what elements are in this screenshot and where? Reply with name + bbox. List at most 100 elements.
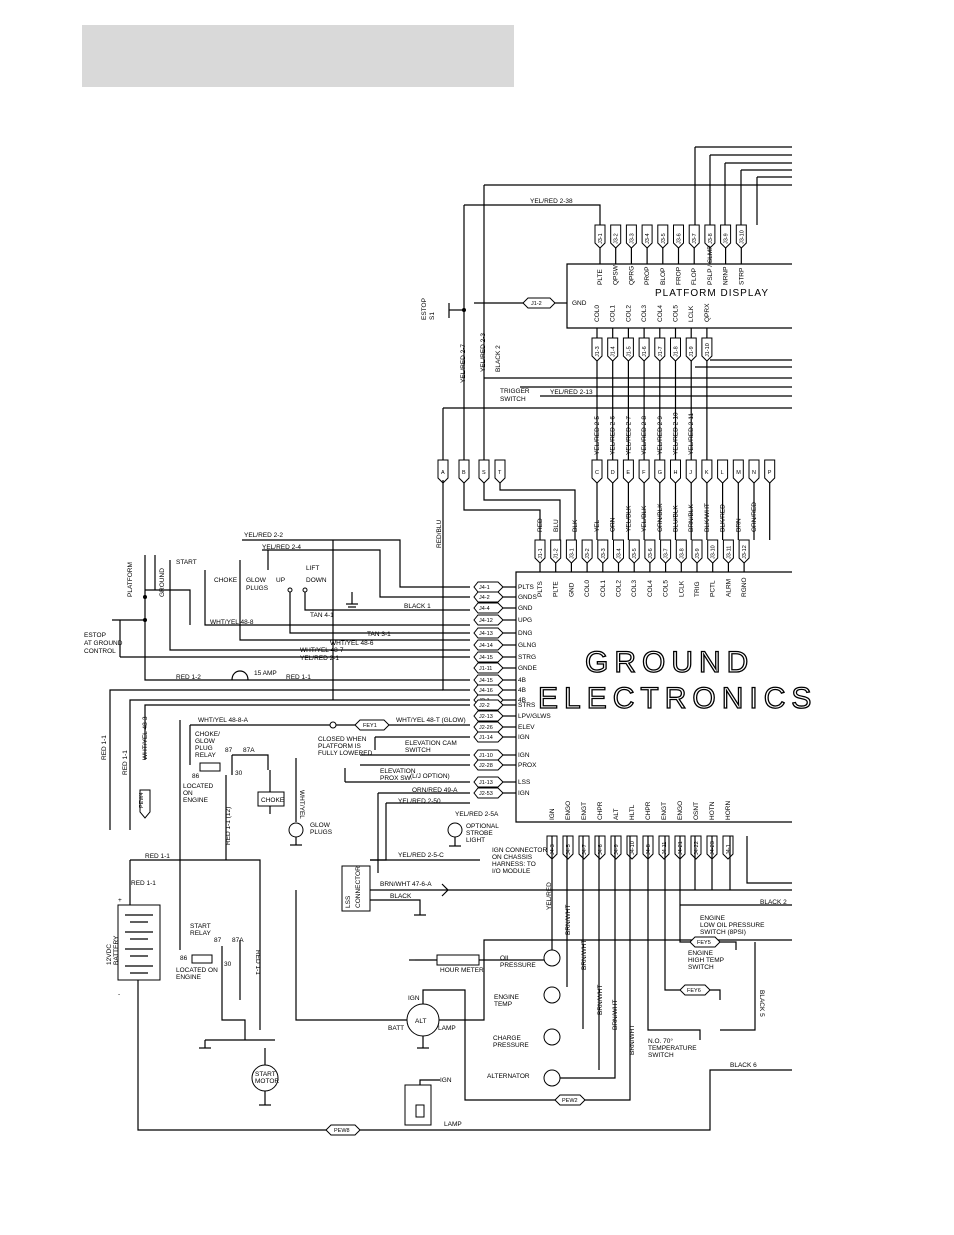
svg-text:RELAY: RELAY bbox=[190, 930, 211, 937]
harness-connector: G bbox=[654, 459, 666, 484]
choke-box bbox=[257, 791, 285, 807]
svg-text:J4-7: J4-7 bbox=[582, 844, 588, 855]
svg-text:AT GROUND: AT GROUND bbox=[84, 640, 123, 647]
svg-text:J1-5: J1-5 bbox=[626, 346, 632, 357]
platform-top-conn: J3-9 bbox=[720, 224, 732, 249]
svg-text:BRN/WHT 47-6-A: BRN/WHT 47-6-A bbox=[380, 881, 432, 888]
ge-left-conn: J2-13 bbox=[473, 710, 504, 722]
svg-text:G: G bbox=[658, 470, 662, 476]
svg-text:J1-10: J1-10 bbox=[479, 753, 493, 759]
svg-text:YEL/RED 2-3: YEL/RED 2-3 bbox=[480, 333, 487, 372]
ge-left-pin-label: GLNG bbox=[518, 642, 536, 649]
svg-text:J2-53: J2-53 bbox=[479, 791, 493, 797]
ge-bottom-conn: J4-7 bbox=[578, 835, 590, 860]
ge-bottom-pin-label: IGN bbox=[549, 808, 556, 820]
svg-text:SWITCH (8PSI): SWITCH (8PSI) bbox=[700, 929, 746, 936]
harness-lower-wire-label: BLK/RED bbox=[720, 504, 727, 532]
svg-text:RED 1-1: RED 1-1 bbox=[101, 735, 108, 760]
ge-top-pin-label: TRIG bbox=[694, 581, 701, 597]
svg-text:ON: ON bbox=[183, 790, 193, 797]
ge-top-connectors: J1-1PLTSJ1-2PLTEJ3-1GNDJ3-2COL0J3-3COL1J… bbox=[534, 539, 750, 597]
svg-text:J4-15: J4-15 bbox=[479, 678, 493, 684]
harness-lower-wire-label: YEL bbox=[594, 519, 601, 532]
svg-text:J1-2: J1-2 bbox=[531, 301, 542, 307]
left-harness-connector: A bbox=[437, 459, 449, 484]
estop-platform-label: ESTOP bbox=[421, 298, 428, 320]
svg-text:J4-4: J4-4 bbox=[479, 606, 490, 612]
platform-top-conn: J3-2 bbox=[610, 224, 622, 249]
svg-text:WHT/YEL 48-7: WHT/YEL 48-7 bbox=[300, 647, 344, 654]
svg-text:30: 30 bbox=[235, 770, 243, 777]
left-harness-wire-label: BLK bbox=[572, 519, 579, 532]
ge-top-pin-label: COL0 bbox=[584, 580, 591, 597]
ge-bottom-pin-label: OSNT bbox=[693, 802, 700, 820]
svg-text:GROUND: GROUND bbox=[159, 568, 166, 597]
ge-left-pin-label: PLTS bbox=[518, 584, 534, 591]
ge-bottom-pin-label: ALT bbox=[613, 809, 620, 820]
harness-connector: F bbox=[638, 459, 650, 484]
wire-label-yel-red-2-38: YEL/RED 2-38 bbox=[530, 198, 573, 205]
svg-text:S: S bbox=[482, 470, 486, 476]
svg-text:J3-4: J3-4 bbox=[617, 548, 623, 559]
svg-text:HARNESS: TO: HARNESS: TO bbox=[492, 861, 536, 868]
ge-left-pin-label: ELEV bbox=[518, 724, 535, 731]
svg-text:L: L bbox=[721, 470, 724, 476]
svg-text:CHOKE: CHOKE bbox=[214, 577, 238, 584]
left-harness-connector: B bbox=[458, 459, 470, 484]
ge-bottom-connectors: IGNJ4-3ENGOJ4-5ENGTJ4-7CHPRJ4-6ALTJ4-9HL… bbox=[546, 801, 734, 860]
platform-bottom-conn: J1-3 bbox=[591, 337, 603, 362]
platform-bottom-pin-label: COL4 bbox=[657, 305, 664, 322]
svg-text:BLACK 5: BLACK 5 bbox=[758, 990, 765, 1017]
pew8-connector: PEW8 bbox=[325, 1124, 361, 1136]
ge-top-pin-label: PLTE bbox=[553, 581, 560, 597]
svg-text:D: D bbox=[611, 470, 615, 476]
ge-top-pin-label: COL3 bbox=[631, 580, 638, 597]
svg-text:J4-13: J4-13 bbox=[479, 631, 493, 637]
svg-text:LSS: LSS bbox=[345, 895, 352, 908]
svg-text:J1-4: J1-4 bbox=[611, 346, 617, 357]
platform-top-pin-label: PLTE bbox=[597, 269, 604, 285]
svg-text:YEL/RED 2-7: YEL/RED 2-7 bbox=[460, 344, 467, 383]
svg-text:PEW4: PEW4 bbox=[139, 792, 145, 808]
ge-left-pin-label: IGN bbox=[518, 734, 530, 741]
svg-text:IGN: IGN bbox=[408, 995, 420, 1002]
svg-text:J4-5: J4-5 bbox=[566, 844, 572, 855]
ground-label: GROUND bbox=[585, 646, 754, 679]
ge-left-conn: J2-53 bbox=[473, 787, 504, 799]
ge-left-pin-label: LSS bbox=[518, 779, 531, 786]
platform-gnd-label: GND bbox=[572, 300, 587, 307]
platform-bottom-pin-label: COL1 bbox=[610, 305, 617, 322]
ge-top-conn: J3-1 bbox=[565, 539, 577, 564]
svg-text:86: 86 bbox=[192, 773, 200, 780]
svg-text:J4-23: J4-23 bbox=[710, 841, 716, 855]
svg-text:SWITCH: SWITCH bbox=[688, 964, 714, 971]
svg-text:GLOW: GLOW bbox=[246, 577, 267, 584]
svg-text:PEW8: PEW8 bbox=[334, 1128, 350, 1134]
svg-text:FEY1: FEY1 bbox=[363, 723, 377, 729]
svg-text:J4-15: J4-15 bbox=[479, 655, 493, 661]
platform-top-conn: J3-10 bbox=[735, 224, 747, 249]
header-gray-box bbox=[82, 25, 514, 87]
svg-text:CONNECTOR: CONNECTOR bbox=[355, 866, 362, 908]
harness-connector: C bbox=[591, 459, 603, 484]
harness-upper-wire-label: YEL/RED 2-8 bbox=[641, 416, 648, 455]
svg-text:LOCATED ON: LOCATED ON bbox=[176, 967, 218, 974]
ge-left-conn: J1-14 bbox=[473, 731, 504, 743]
ge-bottom-conn: J4-5 bbox=[562, 835, 574, 860]
svg-text:WHT/YEL 48-8: WHT/YEL 48-8 bbox=[210, 619, 254, 626]
ge-top-pin-label: LCLK bbox=[678, 580, 685, 597]
svg-text:YEL/RED 2-1: YEL/RED 2-1 bbox=[300, 655, 339, 662]
svg-text:SWITCH: SWITCH bbox=[648, 1052, 674, 1059]
platform-display-label: PLATFORM DISPLAY bbox=[655, 288, 769, 299]
svg-text:RED 1-2: RED 1-2 bbox=[176, 674, 201, 681]
harness-upper-wire-label: YEL/RED 2-6 bbox=[610, 416, 617, 455]
platform-top-pin-label: QPRG bbox=[628, 266, 635, 285]
platform-bottom-conn: J1-8 bbox=[670, 337, 681, 362]
svg-text:J1-14: J1-14 bbox=[479, 735, 493, 741]
svg-text:RED 1-1: RED 1-1 bbox=[286, 674, 311, 681]
svg-text:J1-6: J1-6 bbox=[642, 346, 648, 357]
